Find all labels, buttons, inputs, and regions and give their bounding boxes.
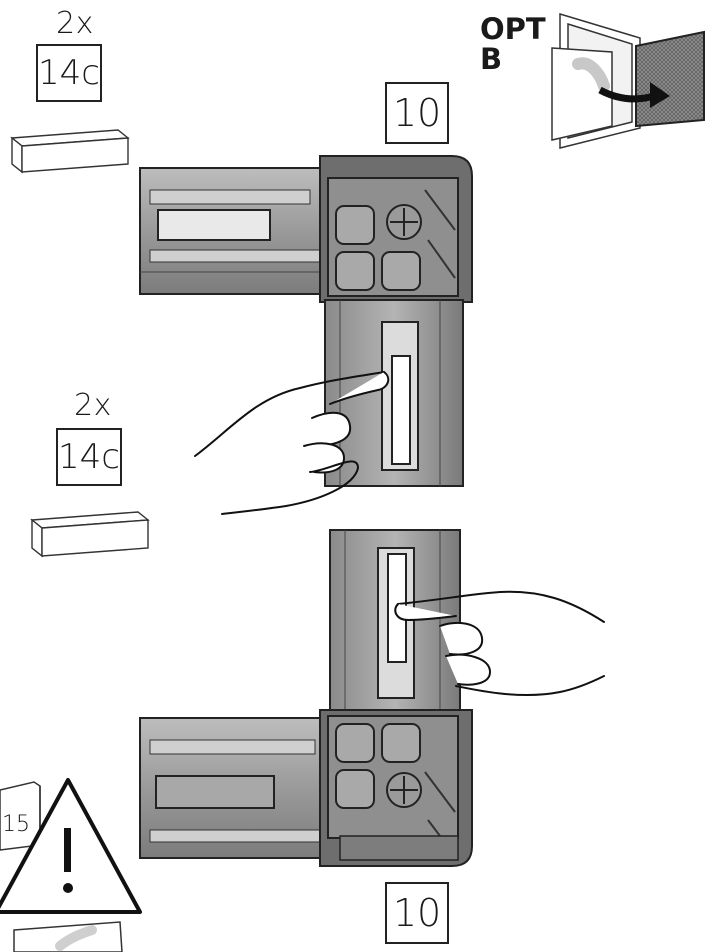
part-id-box-top: 14c (36, 44, 102, 102)
option-label-line1: OPT (480, 12, 546, 46)
part-id-middle: 14c (58, 437, 120, 477)
corner-assembly-top (139, 155, 473, 487)
block-part-14c-top (10, 129, 130, 174)
manual-booklet-bottom (13, 921, 123, 952)
step-number-top: 10 (392, 91, 442, 135)
parts-quantity-middle: 2x (74, 388, 112, 423)
parts-quantity-top: 2x (56, 6, 94, 41)
corner-assembly-bottom (139, 529, 473, 867)
option-b-door-illustration (551, 12, 705, 149)
hand-pressing-top (194, 371, 390, 515)
warning-triangle (0, 778, 142, 914)
step-number-box-bottom: 10 (385, 882, 449, 944)
page-reference: 15 (2, 812, 30, 837)
part-id-box-middle: 14c (56, 428, 122, 486)
part-id-top: 14c (38, 53, 100, 93)
step-number-box-top: 10 (385, 82, 449, 144)
hand-pressing-bottom (394, 590, 605, 697)
option-label: OPT B (480, 14, 546, 74)
step-number-bottom: 10 (392, 891, 442, 935)
option-label-line2: B (480, 42, 503, 76)
block-part-14c-middle (30, 511, 150, 558)
